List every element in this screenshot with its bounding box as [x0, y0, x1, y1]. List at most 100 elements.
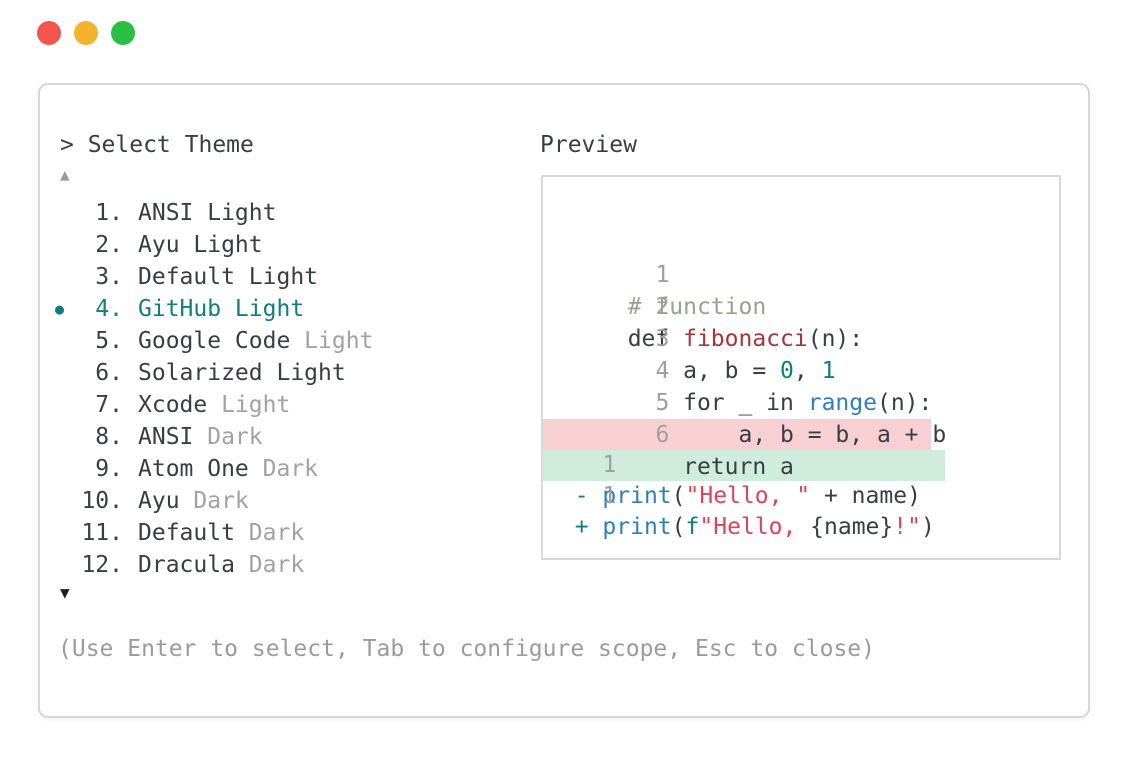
diff-line-added: 1 + print(f"Hello, {name}!"): [543, 450, 945, 540]
theme-name: Ayu: [138, 488, 180, 514]
line-number: 6: [655, 422, 670, 448]
theme-option[interactable]: 5. Google Code Light: [55, 325, 373, 357]
selected-bullet-icon: ●: [55, 300, 65, 318]
code-token: "Hello,: [699, 514, 811, 540]
selected-bullet-icon: [55, 549, 81, 581]
code-token: "Hello, ": [685, 483, 811, 509]
theme-number: 9.: [95, 456, 123, 482]
help-text: (Use Enter to select, Tab to configure s…: [58, 636, 875, 662]
selected-bullet-icon: [55, 197, 81, 229]
code-line: 3 a, b = 0, 1: [543, 291, 1059, 384]
theme-list: 1. ANSI Light 2. Ayu Light 3. Default Li…: [55, 197, 373, 581]
code-token: 1: [821, 358, 836, 384]
theme-option[interactable]: 9. Atom One Dark: [55, 453, 373, 485]
line-number: 2: [655, 294, 670, 320]
code-token: -: [575, 483, 603, 509]
theme-name: Default: [138, 520, 235, 546]
theme-number: 6.: [95, 360, 123, 386]
code-line: 2 def fibonacci(n):: [543, 259, 1059, 352]
theme-picker-window: > Select Theme ▲ 1. ANSI Light 2. Ayu Li…: [38, 83, 1090, 718]
selected-bullet-icon: [55, 453, 81, 485]
theme-name: Default Light: [138, 264, 319, 290]
theme-number: 3.: [95, 264, 123, 290]
line-number: 1: [602, 452, 617, 478]
code-sample: 1 # function 2 def fibonacci(n): 3 a, b …: [543, 227, 1059, 540]
line-number: 1: [655, 262, 670, 288]
scroll-up-icon[interactable]: ▲: [60, 165, 70, 184]
theme-number: 12.: [81, 552, 123, 578]
theme-name: ANSI Light: [138, 200, 277, 226]
theme-number: 1.: [95, 200, 123, 226]
code-token: (: [671, 483, 686, 509]
theme-name: ANSI: [138, 424, 194, 450]
theme-variant-dim: Dark: [207, 424, 263, 450]
theme-number: 10.: [81, 488, 123, 514]
maximize-button[interactable]: [111, 21, 135, 45]
theme-number: 11.: [81, 520, 123, 546]
window-controls: [37, 21, 135, 45]
theme-name: Xcode: [138, 392, 208, 418]
theme-option[interactable]: 3. Default Light: [55, 261, 373, 293]
code-token: + name): [810, 483, 921, 509]
prompt-title: > Select Theme: [60, 132, 254, 158]
theme-number: 7.: [95, 392, 123, 418]
code-token: a, b = b, a + b: [627, 422, 947, 448]
code-token: # function: [627, 294, 767, 320]
theme-number: 8.: [95, 424, 123, 450]
theme-variant-dim: Dark: [248, 520, 305, 546]
theme-variant-dim: Light: [221, 392, 291, 418]
code-line: 1 # function: [543, 227, 1059, 320]
theme-option[interactable]: 8. ANSI Dark: [55, 421, 373, 453]
preview-pane: 1 # function 2 def fibonacci(n): 3 a, b …: [541, 175, 1061, 560]
code-token: range: [807, 390, 877, 416]
code-line: 5 a, b = b, a + b: [543, 355, 1059, 448]
selected-bullet-icon: [55, 421, 81, 453]
theme-option[interactable]: ● 4. GitHub Light: [55, 293, 373, 325]
scroll-down-icon[interactable]: ▼: [60, 583, 70, 602]
theme-option[interactable]: 7. Xcode Light: [55, 389, 373, 421]
theme-number: 4.: [95, 296, 123, 322]
minimize-button[interactable]: [74, 21, 98, 45]
code-token: for _ in: [627, 390, 808, 416]
code-token: print: [602, 514, 672, 540]
code-line: 6 return a: [543, 387, 1059, 480]
theme-variant-dim: Dark: [262, 456, 319, 482]
theme-option[interactable]: 11. Default Dark: [55, 517, 373, 549]
theme-option[interactable]: 2. Ayu Light: [55, 229, 373, 261]
line-number: 5: [655, 390, 670, 416]
code-token: (n):: [807, 326, 864, 352]
theme-variant-dim: Light: [304, 328, 374, 354]
diff-line-removed: 1 - print("Hello, " + name): [543, 419, 931, 509]
theme-name: Atom One: [138, 456, 249, 482]
selected-bullet-icon: [55, 261, 81, 293]
line-number: 4: [655, 358, 670, 384]
theme-option[interactable]: 1. ANSI Light: [55, 197, 373, 229]
code-token: fibonacci: [683, 326, 808, 352]
code-token: def: [627, 326, 684, 352]
selected-bullet-icon: [55, 229, 81, 261]
code-token: !": [893, 514, 921, 540]
theme-option[interactable]: 12. Dracula Dark: [55, 549, 373, 581]
selected-bullet-icon: [55, 389, 81, 421]
theme-name: Google Code: [138, 328, 291, 354]
code-token: print: [602, 483, 672, 509]
selected-bullet-icon: [55, 325, 81, 357]
selected-bullet-icon: [55, 357, 81, 389]
code-token: 0: [780, 358, 794, 384]
code-token: ,: [793, 358, 822, 384]
theme-name: Dracula: [138, 552, 235, 578]
code-token: return a: [627, 454, 794, 480]
code-line: 4 for _ in range (n):: [543, 323, 1059, 416]
theme-number: 2.: [95, 232, 123, 258]
line-number: 3: [655, 326, 670, 352]
theme-option[interactable]: 10. Ayu Dark: [55, 485, 373, 517]
code-token: a, b =: [627, 358, 781, 384]
code-token: (: [671, 514, 686, 540]
theme-option[interactable]: 6. Solarized Light: [55, 357, 373, 389]
code-token: {name}: [810, 514, 894, 540]
code-token: +: [574, 514, 603, 540]
close-button[interactable]: [37, 21, 61, 45]
preview-title: Preview: [540, 132, 637, 158]
selected-bullet-icon: [55, 517, 81, 549]
theme-name: GitHub Light: [138, 296, 305, 322]
